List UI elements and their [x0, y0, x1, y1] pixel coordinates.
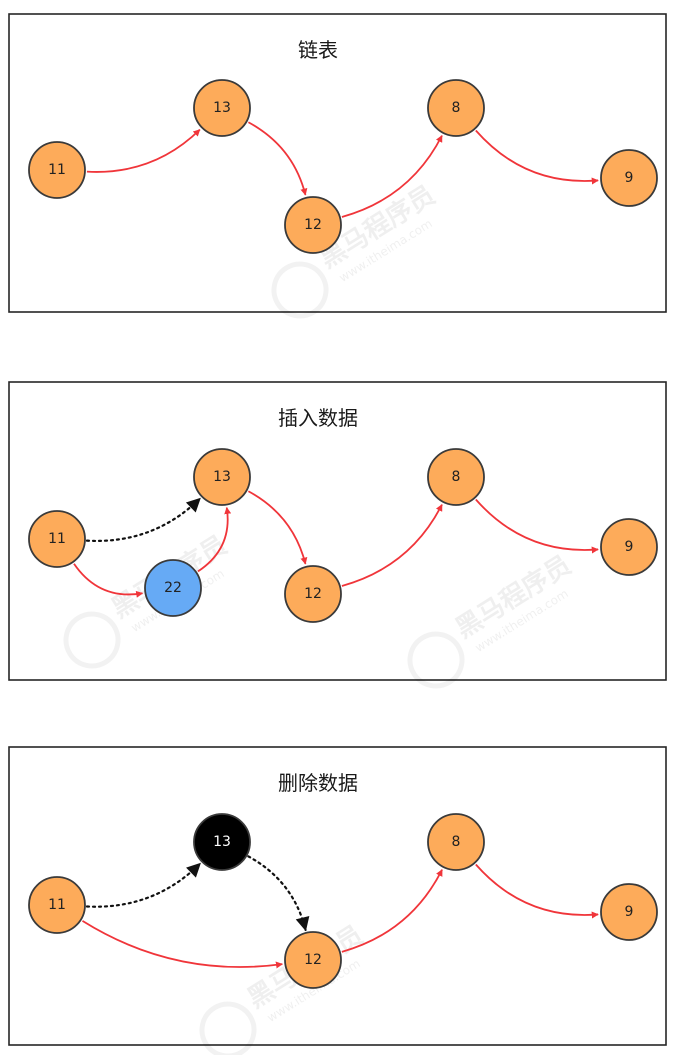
panel-linked-list-edge-n13-to-n12 — [247, 121, 308, 196]
node-circle — [427, 79, 485, 137]
node-circle — [193, 448, 251, 506]
panel-insert-edge-n11-to-n13 — [85, 497, 201, 543]
node-label: 11 — [48, 162, 66, 178]
node-label: 13 — [213, 100, 231, 116]
panel-insert-frame — [8, 381, 667, 681]
panel-delete-node-13: 13 — [193, 813, 251, 871]
node-label: 22 — [164, 580, 182, 596]
node-label: 12 — [304, 217, 322, 233]
panel-insert-edge-n22-to-n13 — [197, 506, 232, 573]
panel-delete-edge-n13-to-n12 — [247, 855, 310, 932]
node-label: 9 — [625, 904, 634, 920]
node-circle — [193, 79, 251, 137]
panel-insert-edge-n8-to-n9 — [475, 498, 599, 554]
panel-linked-list-frame — [8, 13, 667, 313]
panel-linked-list-node-12: 12 — [284, 196, 342, 254]
panel-linked-list-edge-n12-to-n8 — [341, 135, 443, 218]
panel-linked-list-node-13: 13 — [193, 79, 251, 137]
panel-insert-node-13: 13 — [193, 448, 251, 506]
node-circle — [144, 559, 202, 617]
node-circle — [193, 813, 251, 871]
panel-linked-list-title: 链表 — [298, 38, 338, 62]
node-label: 9 — [625, 170, 634, 186]
panel-insert-node-22: 22 — [144, 559, 202, 617]
node-circle — [28, 876, 86, 934]
panel-insert-edge-n12-to-n8 — [341, 504, 443, 587]
panel-insert-node-12: 12 — [284, 565, 342, 623]
panel-insert-node-11: 11 — [28, 510, 86, 568]
node-circle — [284, 565, 342, 623]
panel-insert-node-8: 8 — [427, 448, 485, 506]
panel-insert-title: 插入数据 — [278, 406, 358, 430]
node-circle — [427, 448, 485, 506]
panel-insert-edge-n11-to-n22 — [73, 563, 144, 598]
node-label: 9 — [625, 539, 634, 555]
panel-delete-title: 删除数据 — [278, 771, 358, 795]
node-circle — [28, 510, 86, 568]
panel-delete-node-12: 12 — [284, 931, 342, 989]
node-label: 12 — [304, 952, 322, 968]
panel-delete-edge-n8-to-n9 — [475, 863, 599, 919]
panel-delete-node-11: 11 — [28, 876, 86, 934]
node-label: 11 — [48, 531, 66, 547]
node-label: 13 — [213, 469, 231, 485]
node-circle — [284, 931, 342, 989]
panel-delete-edge-n11-to-n13 — [85, 862, 202, 908]
panel-insert-node-9: 9 — [600, 518, 658, 576]
panel-linked-list-edge-n11-to-n13 — [86, 129, 201, 173]
node-label: 13 — [213, 834, 231, 850]
panel-delete-frame — [8, 746, 667, 1046]
panel-insert-edge-n13-to-n12 — [247, 490, 308, 565]
node-circle — [600, 518, 658, 576]
node-circle — [28, 141, 86, 199]
node-circle — [600, 149, 658, 207]
panel-linked-list-edge-n8-to-n9 — [475, 129, 599, 185]
node-circle — [600, 883, 658, 941]
panel-delete-node-9: 9 — [600, 883, 658, 941]
panel-linked-list-node-8: 8 — [427, 79, 485, 137]
panel-linked-list-node-9: 9 — [600, 149, 658, 207]
node-circle — [427, 813, 485, 871]
node-label: 8 — [452, 100, 461, 116]
panel-delete-edge-n11-to-n12 — [81, 920, 283, 969]
panel-delete-node-8: 8 — [427, 813, 485, 871]
node-label: 8 — [452, 834, 461, 850]
panel-linked-list-node-11: 11 — [28, 141, 86, 199]
node-label: 8 — [452, 469, 461, 485]
node-circle — [284, 196, 342, 254]
panel-delete-edge-n12-to-n8 — [341, 869, 443, 953]
node-label: 12 — [304, 586, 322, 602]
node-label: 11 — [48, 897, 66, 913]
